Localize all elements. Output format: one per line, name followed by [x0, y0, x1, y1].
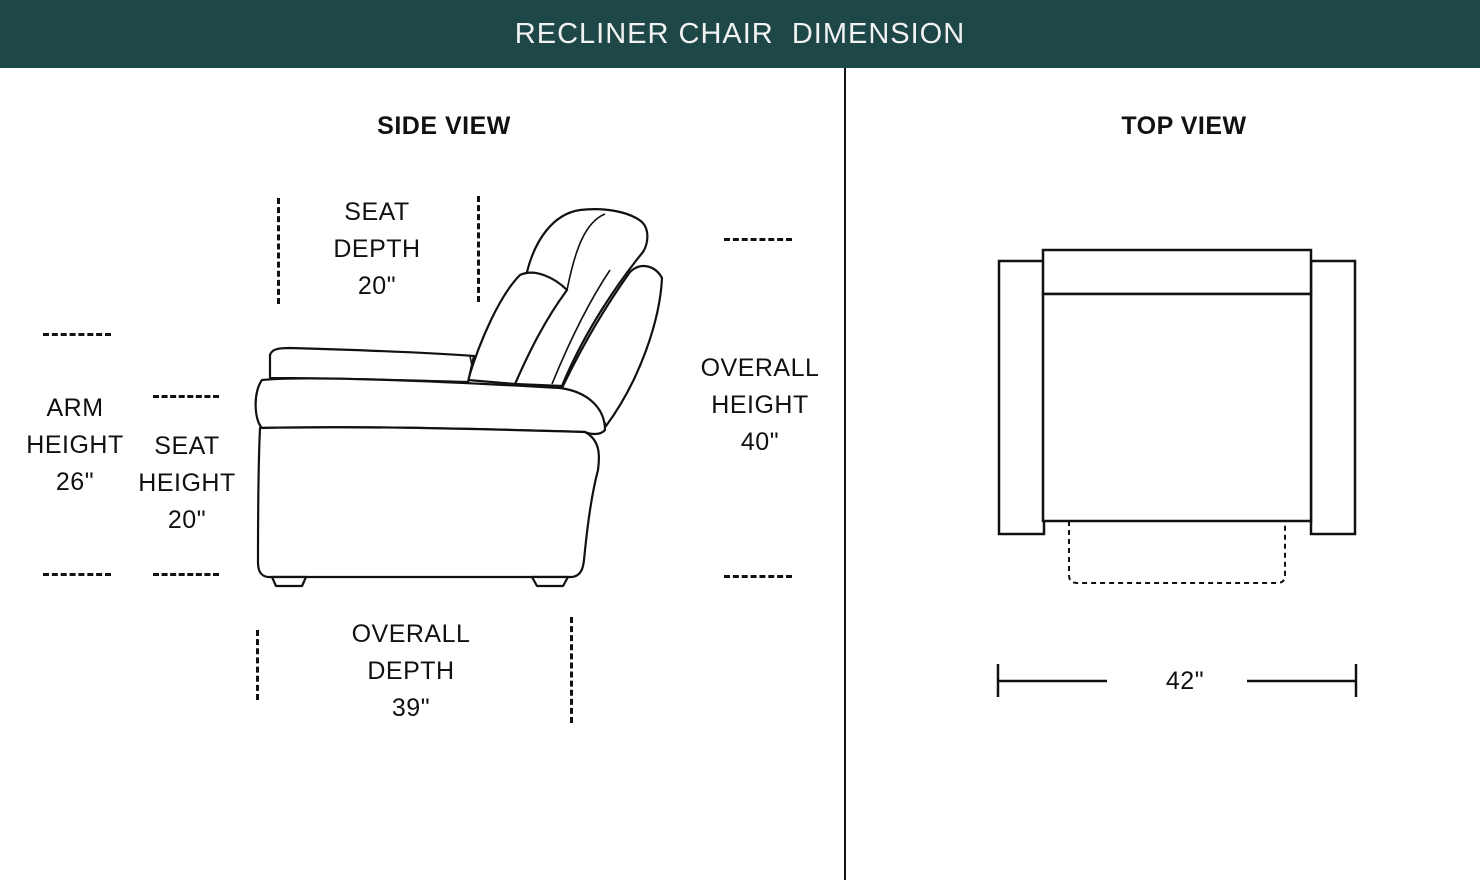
seat-depth-dash-right	[477, 196, 480, 302]
left-arm-top	[997, 259, 1046, 536]
seat-height-line1: SEAT	[154, 432, 220, 460]
chair-body	[256, 426, 601, 579]
header-title: RECLINER CHAIR DIMENSION	[514, 17, 966, 50]
overall-depth-line2: DEPTH	[367, 657, 455, 685]
seat-height-line2: HEIGHT	[138, 469, 236, 497]
overall-depth-line1: OVERALL	[351, 620, 471, 648]
overall-width-value: 42"	[1165, 667, 1205, 695]
seat-depth-value: 20"	[357, 272, 397, 300]
view-divider	[844, 68, 846, 880]
seat-depth-label: SEAT DEPTH 20"	[302, 194, 452, 305]
top-view-title: TOP VIEW	[1121, 112, 1247, 140]
seat-depth-dash-left	[277, 198, 280, 304]
overall-depth-dash-right	[570, 617, 573, 723]
overall-height-label: OVERALL HEIGHT 40"	[690, 350, 830, 461]
back-cushion	[466, 271, 569, 386]
arm-height-label: ARM HEIGHT 26"	[15, 390, 135, 501]
arm-height-line1: ARM	[46, 394, 104, 422]
side-view-title: SIDE VIEW	[377, 112, 511, 140]
seat-top	[1041, 292, 1313, 523]
overall-height-value: 40"	[740, 428, 780, 456]
seat-depth-line2: DEPTH	[333, 235, 421, 263]
seat-depth-line1: SEAT	[344, 198, 410, 226]
arm-height-line2: HEIGHT	[26, 431, 124, 459]
overall-height-dash-top	[724, 238, 792, 241]
overall-depth-label: OVERALL DEPTH 39"	[336, 616, 486, 727]
overall-depth-dash-left	[256, 630, 259, 700]
overall-height-line1: OVERALL	[700, 354, 820, 382]
seat-height-dash-top	[153, 395, 219, 398]
seat-height-label: SEAT HEIGHT 20"	[127, 428, 247, 539]
arm-height-dash-bottom	[43, 573, 111, 576]
seat-height-dash-bottom	[153, 573, 219, 576]
front-foot	[270, 575, 308, 588]
overall-height-line2: HEIGHT	[711, 391, 809, 419]
arm-height-dash-top	[43, 333, 111, 336]
overall-width-label: 42"	[1125, 663, 1245, 700]
overall-height-dash-bottom	[724, 575, 792, 578]
overall-depth-value: 39"	[391, 694, 431, 722]
footrest-extension	[1068, 521, 1286, 584]
right-arm-top	[1309, 259, 1357, 536]
seat-height-value: 20"	[167, 506, 207, 534]
arm-height-value: 26"	[55, 468, 95, 496]
backrest-top	[1041, 248, 1313, 296]
diagram-header: RECLINER CHAIR DIMENSION	[0, 0, 1480, 68]
rear-foot	[530, 575, 570, 588]
